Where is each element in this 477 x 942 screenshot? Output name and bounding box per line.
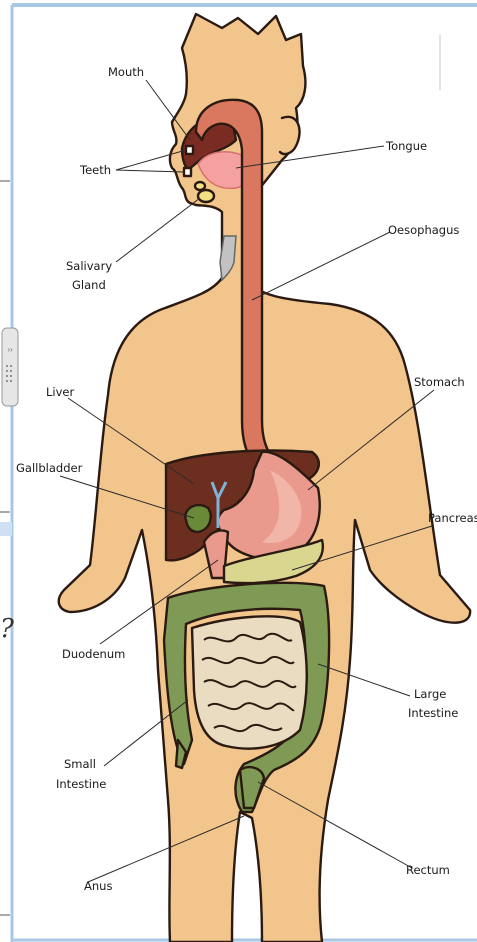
salivary-gland-shape-small — [195, 182, 205, 190]
label-duodenum: Duodenum — [62, 647, 125, 661]
upper-tooth — [186, 146, 193, 154]
label-teeth: Teeth — [79, 163, 111, 177]
salivary-gland-shape — [198, 190, 214, 202]
label-large-intestine-line1: Large — [414, 687, 446, 701]
gallbladder-shape — [185, 505, 210, 532]
lower-tooth — [184, 168, 191, 176]
label-anus: Anus — [84, 879, 112, 893]
label-small-intestine-line2: Intestine — [56, 777, 106, 791]
label-small-intestine-line1: Small — [64, 757, 96, 771]
label-salivary-gland-line1: Salivary — [66, 259, 112, 273]
label-stomach: Stomach — [414, 375, 465, 389]
label-tongue: Tongue — [385, 139, 427, 153]
label-gallbladder: Gallbladder — [16, 461, 83, 475]
label-mouth: Mouth — [108, 65, 144, 79]
label-pancreas: Pancreas — [428, 511, 477, 525]
edge-tab — [0, 522, 12, 536]
edge-question-glyph: ? — [0, 614, 15, 644]
scroll-handle-arrows-icon: ›› — [7, 345, 13, 354]
side-scroll-handle[interactable] — [2, 328, 18, 406]
label-salivary-gland-line2: Gland — [72, 278, 106, 292]
label-large-intestine-line2: Intestine — [408, 706, 458, 720]
label-rectum: Rectum — [406, 863, 450, 877]
label-oesophagus: Oesophagus — [388, 223, 459, 237]
label-liver: Liver — [46, 385, 74, 399]
